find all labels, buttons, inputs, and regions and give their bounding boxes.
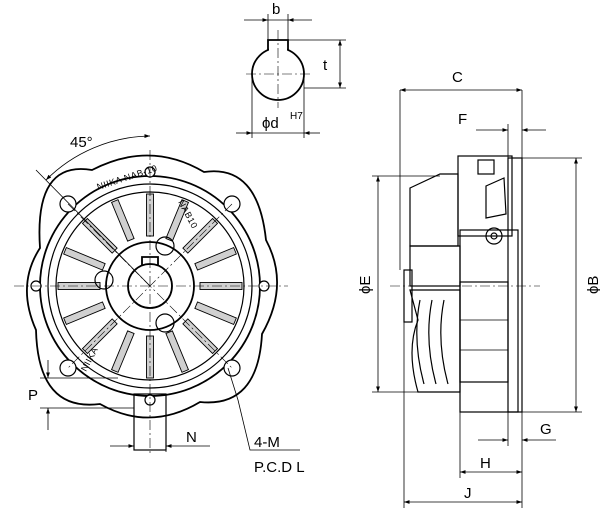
h-label: H (480, 455, 491, 472)
offset-p-label: P (28, 387, 38, 404)
hub-bolt-icon (155, 313, 175, 333)
hub-bolt-icon (155, 236, 175, 256)
radial-pad (165, 330, 190, 373)
radial-pad (165, 199, 190, 242)
j-label: J (464, 485, 472, 502)
radial-pad (110, 199, 135, 242)
key-depth-label: t (323, 57, 328, 74)
flange-f-label: F (458, 111, 467, 128)
mount-hole-icon (223, 359, 241, 377)
dia-b-label: ϕB (585, 276, 600, 294)
dia-e-label: ϕE (357, 276, 374, 294)
shaft-section (236, 14, 346, 138)
hole-count-label: 4-M (254, 434, 280, 451)
bore-fit-label: H7 (290, 111, 303, 122)
radial-pad (194, 301, 237, 326)
key-width-label: b (272, 1, 280, 18)
bore-label: ϕd (262, 115, 279, 132)
radial-pad (63, 246, 106, 271)
g-label: G (540, 421, 552, 438)
radial-pad (63, 301, 106, 326)
angle-label: 45° (70, 134, 93, 151)
width-n-label: N (186, 429, 197, 446)
front-view (14, 134, 300, 456)
brand-bottom-label: NIIKA (79, 345, 100, 373)
hub-bolt-icon (94, 270, 114, 290)
mount-hole-icon (59, 359, 77, 377)
side-view (372, 88, 582, 508)
length-c-label: C (452, 69, 463, 86)
radial-pad (194, 246, 237, 271)
radial-pad (110, 330, 135, 373)
pcd-label: P.C.D L (254, 459, 305, 476)
